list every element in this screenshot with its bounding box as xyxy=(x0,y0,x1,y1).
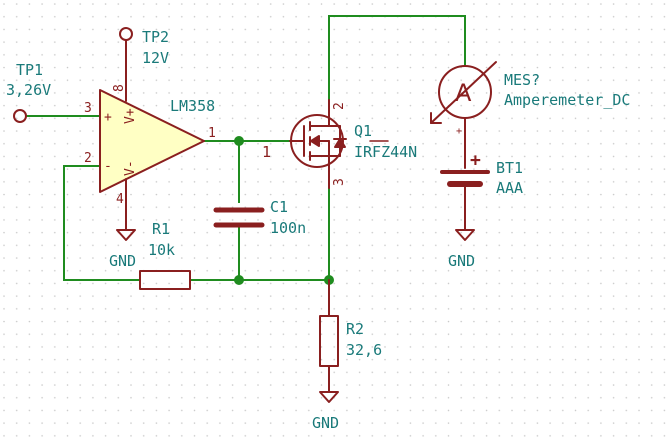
u1-value: LM358 xyxy=(170,97,215,115)
r1-ref: R1 xyxy=(152,220,170,238)
r1-body-icon xyxy=(139,270,191,290)
mosfet-arrow-icon xyxy=(310,135,320,147)
gnd-opamp-icon xyxy=(116,229,136,241)
opamp-triangle-icon xyxy=(99,89,205,193)
u1-pin2: 2 xyxy=(84,151,92,166)
q1-pin1: 1 xyxy=(262,143,271,161)
u1-vplus: V+ xyxy=(123,108,138,124)
u1-minus: - xyxy=(104,159,112,174)
gnd-battery-label: GND xyxy=(448,252,475,270)
wires xyxy=(25,15,466,317)
bt1-plus: + xyxy=(470,150,481,171)
u1-vminus: V- xyxy=(123,160,138,176)
q1-value: IRFZ44N xyxy=(354,143,417,161)
ammeter-arrow-icon xyxy=(430,61,497,124)
ammeter-a-label: A xyxy=(455,79,472,107)
c1-ref: C1 xyxy=(270,198,288,216)
u1-pin3: 3 xyxy=(84,101,92,116)
r2-value: 32,6 xyxy=(346,341,382,359)
u1-pin4: 4 xyxy=(116,192,124,207)
r2-ref: R2 xyxy=(346,320,364,338)
bt1-ref: BT1 xyxy=(496,159,523,177)
u1-pin1: 1 xyxy=(208,126,216,141)
r1-value: 10k xyxy=(148,241,175,259)
bt1-value: AAA xyxy=(496,179,523,197)
mes-value: Amperemeter_DC xyxy=(504,91,630,109)
tp1-ref: TP1 xyxy=(16,61,43,79)
tp2-value: 12V xyxy=(142,49,169,67)
q1-pin3: 3 xyxy=(332,178,347,186)
junction-c1-bottom xyxy=(234,275,244,285)
gnd-r2-icon xyxy=(319,391,339,403)
mes-ref: MES? xyxy=(504,71,540,89)
junction-out xyxy=(234,136,244,146)
u1-pin8: 8 xyxy=(112,84,127,92)
q1-pin2: 2 xyxy=(332,102,347,110)
tp1-circle-icon xyxy=(13,109,27,123)
mosfet-diode-icon xyxy=(334,138,346,148)
gnd-opamp-label: GND xyxy=(109,252,136,270)
tp2-ref: TP2 xyxy=(142,28,169,46)
gnd-battery-icon xyxy=(455,229,475,241)
q1-ref: Q1 xyxy=(354,122,372,140)
tp1-value: 3,26V xyxy=(6,81,51,99)
c1-value: 100n xyxy=(270,219,306,237)
u1-plus: + xyxy=(104,110,112,125)
mes-plus: + xyxy=(456,126,462,137)
gnd-r2-label: GND xyxy=(312,414,339,432)
